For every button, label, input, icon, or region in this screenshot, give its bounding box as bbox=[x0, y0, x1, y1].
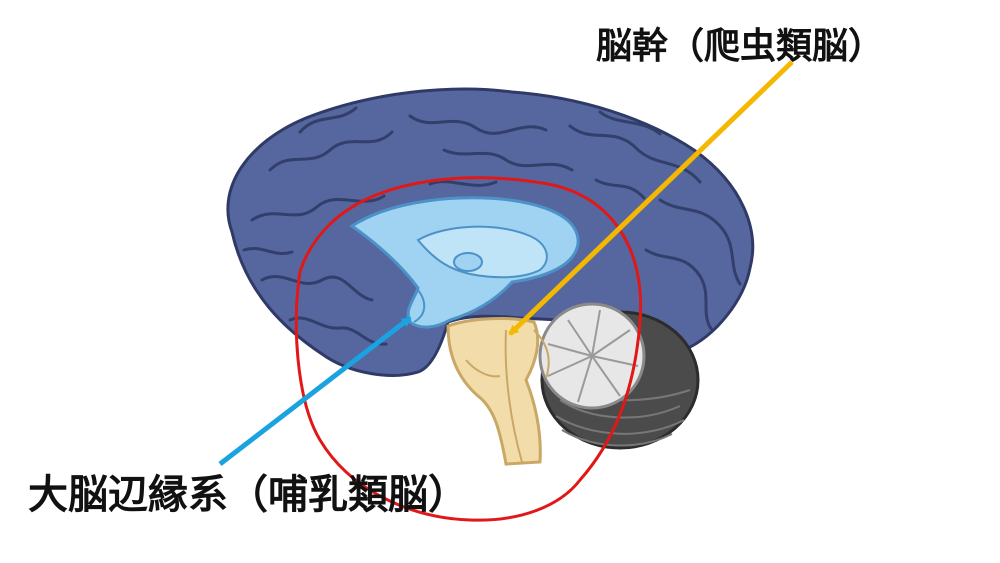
brainstem bbox=[446, 317, 550, 466]
limbic-arrow bbox=[218, 316, 412, 466]
brainstem-label: 脳幹（爬虫類脳） bbox=[596, 25, 884, 67]
brainstem-arrow bbox=[508, 60, 794, 336]
limbic-system bbox=[349, 196, 580, 329]
outline-circle bbox=[294, 176, 643, 522]
limbic-label: 大脳辺縁系（哺乳類脳） bbox=[28, 472, 468, 518]
cerebellum bbox=[538, 302, 700, 450]
